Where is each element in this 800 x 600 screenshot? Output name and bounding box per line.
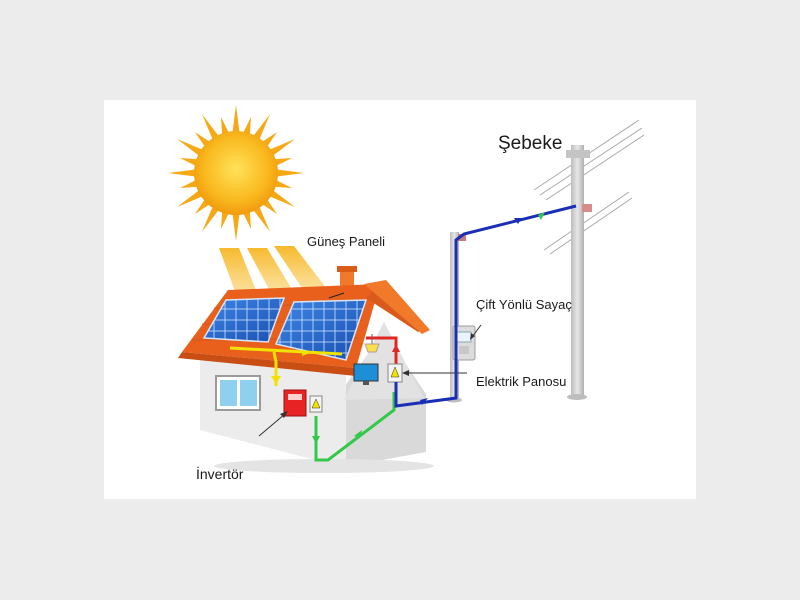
sun-ray: [177, 189, 204, 207]
sun-ray: [177, 139, 204, 157]
sun-ray: [168, 169, 197, 177]
label-inverter: İnvertör: [196, 466, 244, 482]
label-electric-panel: Elektrik Panosu: [476, 374, 567, 389]
sun-ray: [252, 205, 270, 232]
ac-wiring: [312, 392, 396, 462]
diagram-card: Şebeke Güneş Paneli Çift Yönlü Sayaç Ele…: [104, 100, 696, 499]
sun-ray: [273, 158, 292, 167]
dc-wiring: [229, 346, 343, 386]
sun-ray: [232, 212, 240, 241]
inverter-icon: [258, 389, 323, 437]
label-grid: Şebeke: [498, 133, 563, 154]
sun-ray: [221, 210, 230, 229]
solar-system-diagram: [168, 105, 645, 473]
sun-ray: [221, 117, 230, 136]
utility-pole: [566, 145, 592, 400]
sun-ray: [180, 179, 199, 188]
sun-ray: [180, 158, 199, 167]
sun-ray: [252, 114, 270, 141]
house-feed-wiring: [366, 336, 400, 366]
sun-ray: [268, 139, 295, 157]
sun-ray: [202, 114, 220, 141]
sun-ray: [268, 189, 295, 207]
sun-ray: [242, 210, 251, 229]
grid-wiring: [394, 204, 577, 408]
sun-ray: [242, 117, 251, 136]
sun-ray: [232, 105, 240, 134]
appliances: [353, 334, 380, 385]
label-bidirectional-meter: Çift Yönlü Sayaç: [476, 297, 572, 312]
label-solar-panel: Güneş Paneli: [307, 234, 386, 249]
sun-icon: [168, 105, 304, 241]
sun-ray: [273, 179, 292, 188]
sun-ray: [202, 205, 220, 232]
sun-ray: [275, 169, 304, 177]
solar-panels: [202, 292, 368, 361]
